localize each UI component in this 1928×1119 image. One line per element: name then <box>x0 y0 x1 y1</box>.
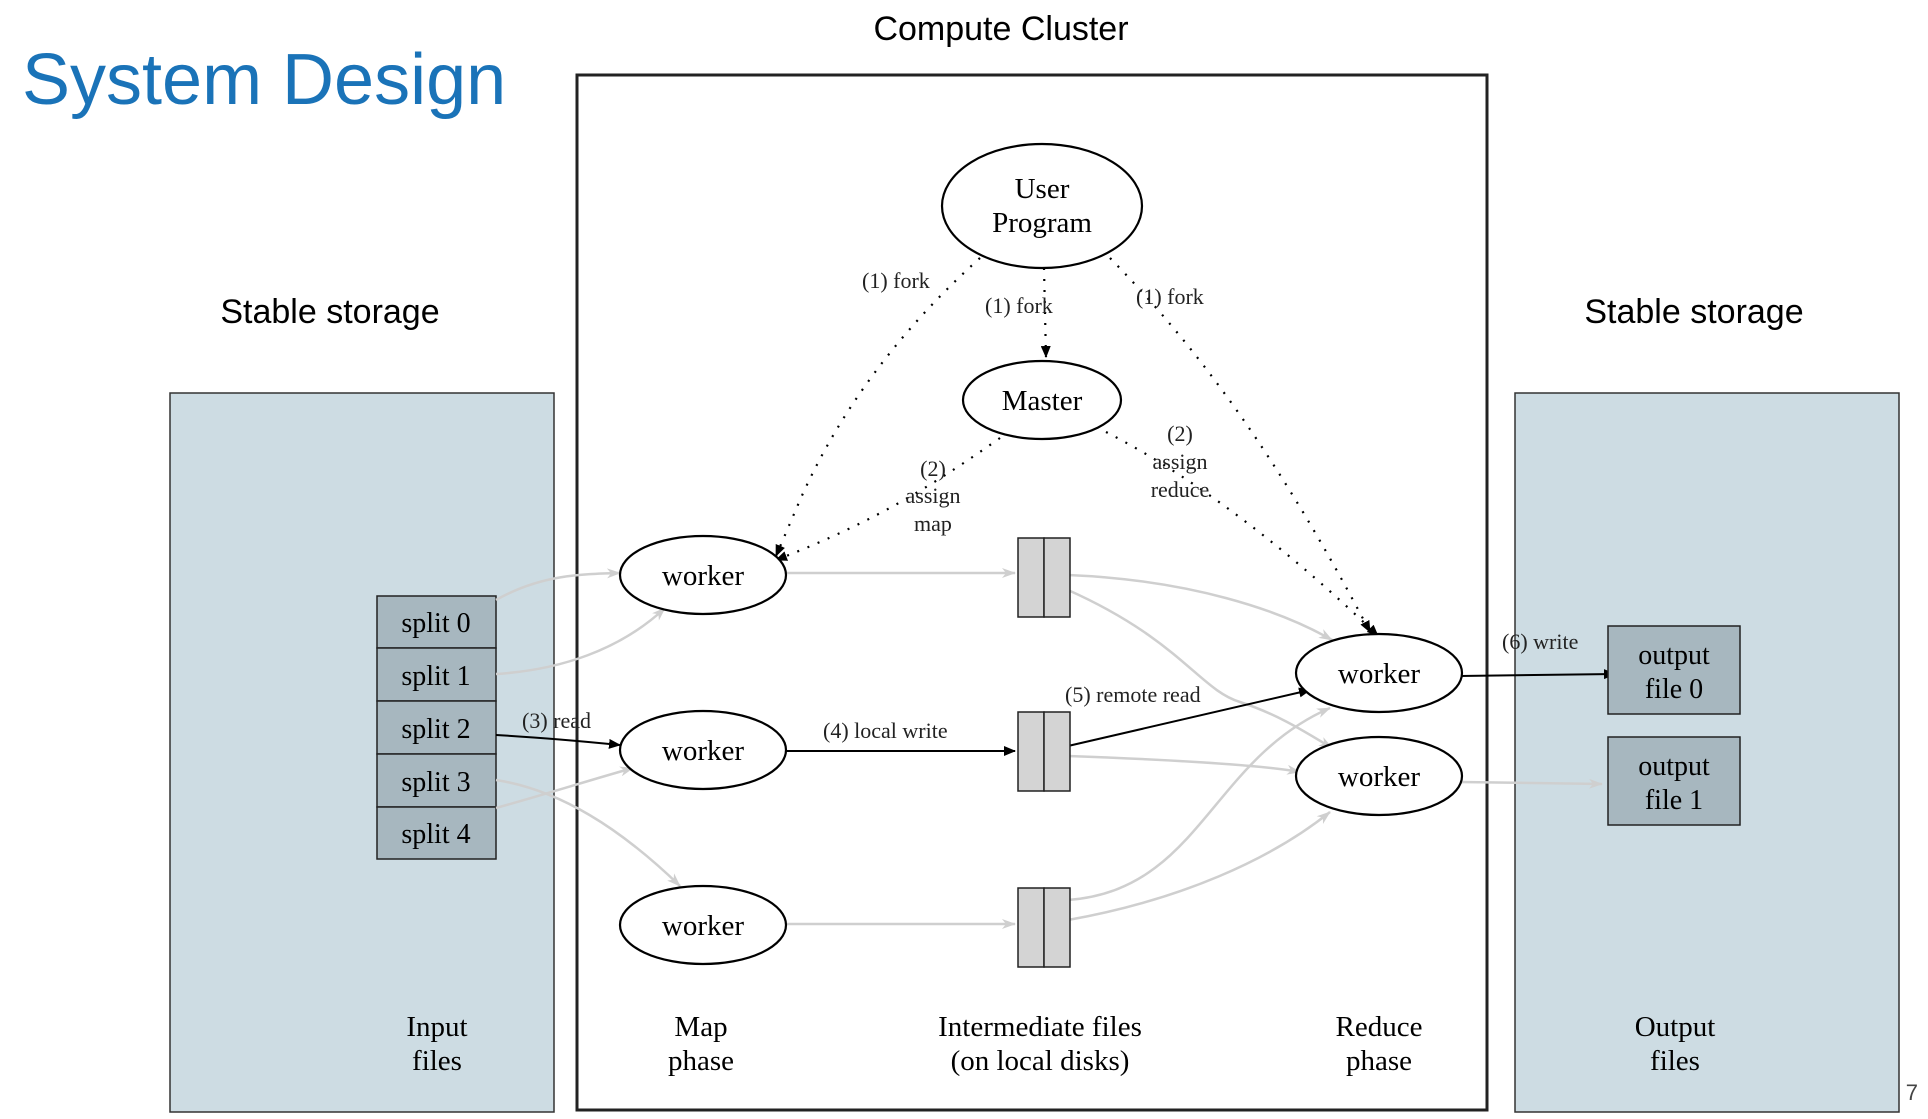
file-1b <box>1043 537 1071 618</box>
right-storage-label: Stable storage <box>1584 293 1803 331</box>
output-files: output file 0 output file 1 <box>1607 625 1741 826</box>
edge-fork-master <box>1040 267 1051 358</box>
read-label: (3) read <box>522 708 591 733</box>
fork-left-label: (1) fork <box>862 268 930 293</box>
intermediate-caption-line1: Intermediate files <box>938 1011 1142 1043</box>
edge-reduce2-to-output1 <box>1459 778 1603 789</box>
edge-file1-to-reduce1 <box>1067 573 1333 642</box>
master-node <box>961 359 1123 441</box>
gray-flow-edges <box>495 568 1603 929</box>
edge-fork-worker1 <box>774 257 981 557</box>
node-labels: User Program Master worker worker worker… <box>662 173 1420 942</box>
page-number: 7 <box>1906 1080 1918 1105</box>
assign-reduce-line1: (2) <box>1167 421 1193 446</box>
assign-map-line2: assign <box>906 483 961 508</box>
input-caption-line2: files <box>412 1045 462 1077</box>
split-0-label: split 0 <box>401 608 470 639</box>
map-worker-1-label: worker <box>662 560 744 592</box>
edge-file3-to-reduce2 <box>1067 811 1331 922</box>
edge-split4-to-worker2 <box>495 766 634 810</box>
map-worker-3-node <box>618 884 788 966</box>
output-file-1-line2: file 1 <box>1645 785 1703 816</box>
output-caption-line1: Output <box>1635 1011 1716 1043</box>
reduce-caption-line2: phase <box>1346 1045 1412 1077</box>
assign-reduce-line2: assign <box>1153 449 1208 474</box>
assign-map-line1: (2) <box>920 456 946 481</box>
intermediate-caption-line2: (on local disks) <box>951 1045 1130 1077</box>
output-file-0-line2: file 0 <box>1645 674 1703 705</box>
slide-title: System Design <box>22 40 506 120</box>
edge-assign-reduce <box>1105 431 1379 637</box>
edge-read <box>495 734 621 749</box>
split-3-label: split 3 <box>401 767 470 798</box>
map-worker-2-label: worker <box>662 735 744 767</box>
split-2-box <box>376 700 497 755</box>
edge-file3-to-reduce1 <box>1067 706 1331 902</box>
file-1a <box>1017 537 1045 618</box>
left-storage-label: Stable storage <box>220 293 439 331</box>
edge-write <box>1459 669 1616 680</box>
output-file-1-line1: output <box>1638 751 1710 782</box>
split-2-label: split 2 <box>401 714 470 745</box>
edge-labels: (1) fork (1) fork (1) fork (2) assign ma… <box>522 268 1578 743</box>
input-caption-line1: Input <box>406 1011 467 1043</box>
map-caption-line1: Map <box>674 1011 727 1043</box>
file-2b <box>1043 711 1071 792</box>
split-1-label: split 1 <box>401 661 470 692</box>
edge-split3-to-worker3 <box>495 778 681 887</box>
control-edges <box>774 257 1379 637</box>
split-stack: split 0 split 1 split 2 split 3 split 4 <box>376 595 497 860</box>
user-program-node <box>940 142 1144 270</box>
reduce-worker-2-label: worker <box>1338 761 1420 793</box>
split-4-label: split 4 <box>401 819 470 850</box>
remote-read-label: (5) remote read <box>1065 682 1201 707</box>
file-3b <box>1043 887 1071 968</box>
reduce-caption-line1: Reduce <box>1336 1011 1423 1043</box>
edge-file1-to-reduce2 <box>1067 588 1333 750</box>
map-worker-3-label: worker <box>662 910 744 942</box>
edge-file2-to-reduce2 <box>1067 754 1301 775</box>
assign-reduce-line3: reduce <box>1151 477 1210 502</box>
local-write-label: (4) local write <box>823 718 948 743</box>
edge-remote-read <box>1067 687 1311 747</box>
fork-right-label: (1) fork <box>1136 284 1204 309</box>
map-worker-1-node <box>618 534 788 616</box>
cluster-label: Compute Cluster <box>873 10 1128 48</box>
reduce-worker-1-node <box>1294 632 1464 714</box>
file-3a <box>1017 887 1045 968</box>
output-caption-line2: files <box>1650 1045 1700 1077</box>
reduce-worker-1-label: worker <box>1338 658 1420 690</box>
split-0-box <box>376 595 497 649</box>
process-nodes <box>618 142 1464 966</box>
write-label: (6) write <box>1502 629 1578 654</box>
map-caption-line2: phase <box>668 1045 734 1077</box>
assign-map-line3: map <box>914 511 952 536</box>
user-program-line2: Program <box>992 207 1092 239</box>
output-file-0-box <box>1607 625 1741 715</box>
edge-split1-to-worker1 <box>495 607 666 676</box>
output-file-1-box <box>1607 736 1741 826</box>
reduce-worker-2-node <box>1294 735 1464 817</box>
edge-split0-to-worker1 <box>495 568 621 602</box>
fork-center-label: (1) fork <box>985 293 1053 318</box>
split-4-box <box>376 806 497 860</box>
file-2a <box>1017 711 1045 792</box>
map-worker-2-node <box>618 709 788 791</box>
black-flow-edges <box>495 669 1616 756</box>
output-file-0-line1: output <box>1638 640 1710 671</box>
master-label: Master <box>1002 385 1083 417</box>
phase-captions: Input files Map phase Intermediate files… <box>406 1011 1715 1077</box>
intermediate-files <box>1017 537 1071 968</box>
user-program-line1: User <box>1015 173 1070 205</box>
